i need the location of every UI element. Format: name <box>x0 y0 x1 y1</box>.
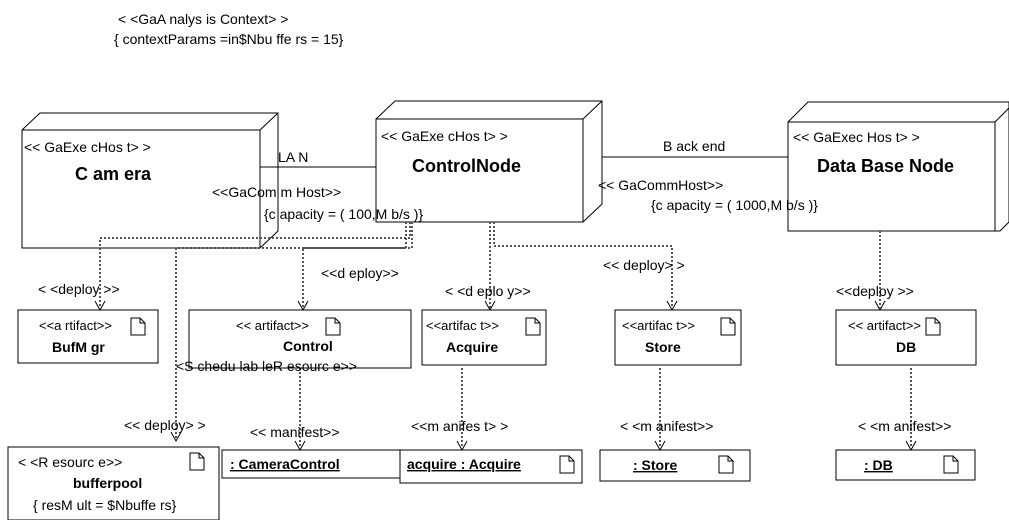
node-db-name: Data Base Node <box>817 156 954 176</box>
link-backend-stereotype: << GaCommHost>> <box>598 177 723 193</box>
artifact-db-stereotype: << artifact>> <box>848 318 921 333</box>
artifact-document-icon <box>189 452 205 471</box>
instance-db-name: : DB <box>864 457 893 473</box>
node-control[interactable]: << GaExe cHos t> > ControlNode <box>375 100 603 223</box>
artifact-document-icon <box>525 317 541 336</box>
artifact-control-stereotype: << artifact>> <box>236 318 309 333</box>
artifact-store-name: Store <box>645 339 681 355</box>
context-stereotype: < <GaA nalys is Context> > <box>118 11 288 27</box>
node-camera-name: C am era <box>75 164 152 184</box>
link-backend[interactable]: B ack end << GaCommHost>> {c apacity = (… <box>598 138 818 213</box>
artifact-document-icon <box>559 455 575 474</box>
artifact-control-name: Control <box>283 338 333 354</box>
instance-camera-control-name: : CameraControl <box>230 456 340 472</box>
resource-name: bufferpool <box>73 475 142 491</box>
node-control-stereotype: << GaExe cHos t> > <box>381 128 508 144</box>
node-database[interactable]: << GaExec Hos t> > Data Base Node <box>787 101 1009 232</box>
deploy-label-control: <<d eploy>> <box>321 265 399 281</box>
artifact-bufmgr-stereotype: <<a rtifact>> <box>39 318 112 333</box>
node-camera[interactable]: << GaExe cHos t> > C am era <box>21 112 279 249</box>
context-params: { contextParams =in$Nbu ffe rs = 15} <box>114 31 344 47</box>
instance-acquire-name: acquire : Acquire <box>407 456 521 472</box>
instance-db[interactable]: : DB <box>835 449 976 481</box>
manifest-label-store: < <m anifest>> <box>620 418 713 434</box>
deploy-label-db: <<deploy >> <box>836 283 914 299</box>
artifact-acquire-name: Acquire <box>446 339 498 355</box>
artifact-bufmgr-name: BufM gr <box>52 339 105 355</box>
link-lan-capacity: {c apacity = ( 100,M b/s )} <box>264 206 423 222</box>
link-lan[interactable]: LA N <<GaCom m Host>> {c apacity = ( 100… <box>212 149 423 222</box>
link-backend-name: B ack end <box>663 138 725 154</box>
schedulable-resource-label: <S chedu lab leR esourc e>> <box>176 358 357 374</box>
manifest-label-db: < <m anifest>> <box>858 418 951 434</box>
artifact-document-icon <box>718 455 734 474</box>
instance-camera-control[interactable]: : CameraControl <box>221 449 401 479</box>
artifact-document-icon <box>720 317 736 336</box>
instance-store-name: : Store <box>633 457 678 473</box>
deploy-label-bufferpool: << deploy> > <box>124 417 206 433</box>
artifact-store-stereotype: <<artifac t>> <box>622 318 695 333</box>
artifact-db-name: DB <box>896 339 916 355</box>
node-control-name: ControlNode <box>412 156 521 176</box>
artifact-store[interactable]: <<artifac t>> Store <box>614 309 742 366</box>
node-db-stereotype: << GaExec Hos t> > <box>793 129 920 145</box>
artifact-document-icon <box>943 455 959 474</box>
resource-params: { resM ult = $Nbuffe rs} <box>33 497 177 513</box>
artifact-db[interactable]: << artifact>> DB <box>835 309 977 366</box>
deploy-dependencies <box>94 222 917 452</box>
link-backend-capacity: {c apacity = ( 1000,M b/s )} <box>651 197 818 213</box>
node-camera-stereotype: << GaExe cHos t> > <box>24 139 151 155</box>
resource-stereotype: < <R esourc e>> <box>18 454 122 470</box>
artifact-bufmgr[interactable]: <<a rtifact>> BufM gr <box>17 309 159 364</box>
artifact-document-icon <box>130 317 146 336</box>
manifest-label-control: << manifest>> <box>250 424 340 440</box>
resource-bufferpool[interactable]: < <R esourc e>> bufferpool { resM ult = … <box>7 446 220 520</box>
artifact-acquire-stereotype: <<artifac t>> <box>426 318 499 333</box>
instance-store[interactable]: : Store <box>599 449 751 482</box>
deploy-label-bufmgr: < <deploy >> <box>38 281 120 297</box>
artifact-document-icon <box>925 317 941 336</box>
manifest-label-acquire: <<m anifes t> > <box>411 418 508 434</box>
link-lan-stereotype: <<GaCom m Host>> <box>212 184 341 200</box>
artifact-acquire[interactable]: <<artifac t>> Acquire <box>421 309 547 366</box>
deploy-label-acquire: < <d eplo y>> <box>445 283 531 299</box>
artifact-control[interactable]: << artifact>> Control <S chedu lab leR e… <box>176 309 412 374</box>
artifact-document-icon <box>325 317 341 336</box>
deploy-label-store: << deploy> > <box>603 257 685 273</box>
instance-acquire[interactable]: acquire : Acquire <box>399 449 583 484</box>
link-lan-name: LA N <box>278 149 308 165</box>
